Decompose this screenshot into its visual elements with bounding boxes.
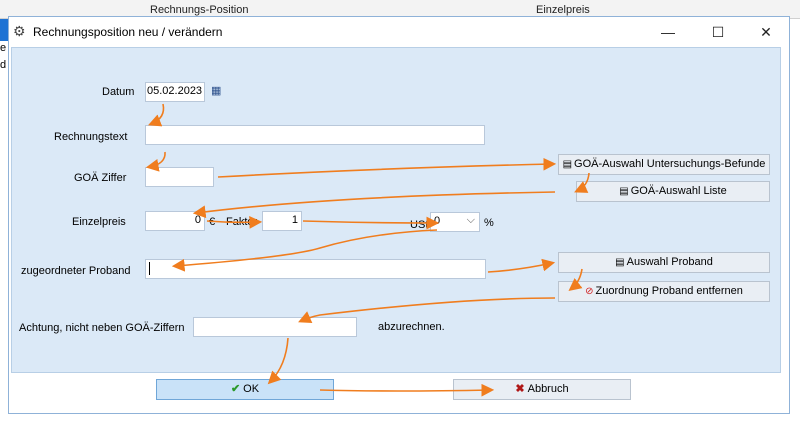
achtung-label: Achtung, nicht neben GOÄ-Ziffern bbox=[19, 322, 185, 334]
checkmark-icon: ✔ bbox=[230, 383, 241, 395]
calendar-icon[interactable]: ▦ bbox=[211, 85, 222, 97]
zuordnung-entfernen-label: Zuordnung Proband entfernen bbox=[595, 285, 743, 297]
background-selected-row bbox=[0, 19, 8, 41]
ust-label: USt bbox=[410, 219, 429, 231]
auswahl-proband-button[interactable]: ▤Auswahl Proband bbox=[558, 252, 770, 273]
dialog-title: Rechnungsposition neu / verändern bbox=[33, 25, 223, 39]
close-button[interactable]: ✕ bbox=[760, 24, 772, 40]
datum-label: Datum bbox=[102, 86, 135, 98]
list-icon: ▤ bbox=[615, 257, 625, 268]
background-text: e bbox=[0, 42, 7, 54]
faktor-label: Faktor bbox=[226, 216, 258, 228]
abbruch-label: Abbruch bbox=[527, 383, 569, 395]
text-cursor bbox=[149, 262, 150, 275]
datum-field[interactable]: 05.02.2023 bbox=[145, 82, 205, 102]
goae-auswahl-liste-button[interactable]: ▤GOÄ-Auswahl Liste bbox=[576, 181, 770, 202]
percent-label: % bbox=[484, 217, 494, 229]
background-column-einzelpreis: Einzelpreis bbox=[536, 4, 590, 16]
goae-auswahl-liste-label: GOÄ-Auswahl Liste bbox=[630, 185, 727, 197]
proband-label: zugeordneter Proband bbox=[21, 265, 131, 277]
gear-icon: ⚙ bbox=[13, 23, 26, 39]
minimize-button[interactable]: — bbox=[661, 24, 675, 40]
auswahl-proband-label: Auswahl Proband bbox=[626, 256, 713, 268]
ok-button[interactable]: ✔OK bbox=[156, 379, 334, 400]
cross-icon: ✖ bbox=[515, 383, 525, 395]
background-column-rechnungs-position: Rechnungs-Position bbox=[150, 4, 249, 16]
goae-ziffer-label: GOÄ Ziffer bbox=[74, 172, 127, 184]
dialog-titlebar[interactable]: ⚙ Rechnungsposition neu / verändern — ☐ … bbox=[9, 17, 789, 47]
list-icon: ▤ bbox=[619, 186, 629, 197]
maximize-button[interactable]: ☐ bbox=[711, 24, 725, 40]
ust-select[interactable]: 0 ⌵ bbox=[430, 212, 480, 232]
einzelpreis-field[interactable]: 0 bbox=[145, 211, 205, 231]
goae-auswahl-befunde-label: GOÄ-Auswahl Untersuchungs-Befunde bbox=[574, 158, 766, 170]
einzelpreis-label: Einzelpreis bbox=[72, 216, 126, 228]
achtung-field[interactable] bbox=[193, 317, 357, 337]
background-text: d bbox=[0, 59, 7, 71]
goae-auswahl-befunde-button[interactable]: ▤GOÄ-Auswahl Untersuchungs-Befunde bbox=[558, 154, 770, 175]
chevron-down-icon: ⌵ bbox=[466, 214, 475, 226]
currency-label: € bbox=[209, 216, 216, 228]
list-icon: ▤ bbox=[562, 159, 573, 170]
rechnungstext-field[interactable] bbox=[145, 125, 485, 145]
zuordnung-entfernen-button[interactable]: ⊘Zuordnung Proband entfernen bbox=[558, 281, 770, 302]
faktor-field[interactable]: 1 bbox=[262, 211, 302, 231]
proband-field[interactable] bbox=[145, 259, 486, 279]
ust-value: 0 bbox=[434, 215, 441, 227]
abbruch-button[interactable]: ✖Abbruch bbox=[453, 379, 631, 400]
rechnungstext-label: Rechnungstext bbox=[54, 131, 128, 143]
abzurechnen-label: abzurechnen. bbox=[378, 321, 445, 333]
ok-label: OK bbox=[243, 383, 260, 395]
rechnungsposition-dialog: ⚙ Rechnungsposition neu / verändern — ☐ … bbox=[8, 16, 790, 414]
goae-ziffer-field[interactable] bbox=[145, 167, 214, 187]
no-entry-icon: ⊘ bbox=[585, 286, 594, 297]
